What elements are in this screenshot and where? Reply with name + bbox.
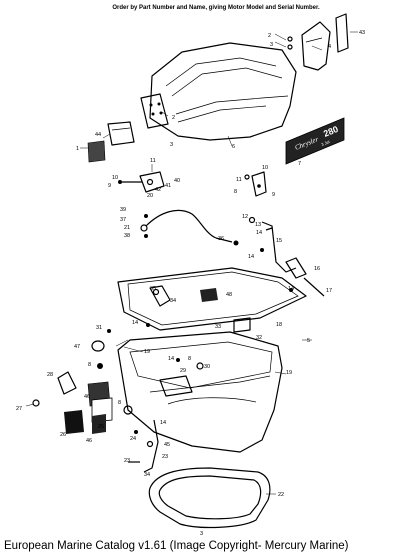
callout-16: 16 — [314, 266, 320, 272]
callout-35: 35 — [150, 286, 156, 292]
callout-2: 2 — [268, 33, 271, 39]
callout-36: 36 — [218, 236, 224, 242]
callout-19-left: 19 — [144, 349, 150, 355]
callout-33: 33 — [215, 324, 221, 330]
callout-30: 30 — [204, 364, 210, 370]
callout-42: 42 — [155, 187, 161, 193]
callout-1: 1 — [76, 146, 79, 152]
callout-44: 44 — [95, 132, 101, 138]
callout-11-right: 11 — [236, 177, 242, 183]
callout-19: 19 — [286, 370, 292, 376]
rear-bracket — [287, 13, 349, 71]
top-cowl — [140, 42, 297, 141]
lower-linkage — [123, 405, 159, 473]
bottom-cowl — [117, 331, 283, 453]
callout-10-left: 10 — [112, 175, 118, 181]
callout-24: 24 — [130, 436, 136, 442]
callout-40: 40 — [174, 178, 180, 184]
callout-10: 10 — [262, 165, 268, 171]
callout-3: 3 — [270, 42, 273, 48]
callout-numbers: 2 3 4 43 2 3 6 44 1 7 11 10 11 8 9 10 9 … — [16, 30, 365, 535]
callout-2-cowl: 2 — [172, 115, 175, 121]
callout-3-cowl: 3 — [170, 142, 173, 148]
callout-5: 5 — [307, 338, 310, 344]
callout-15: 15 — [276, 238, 282, 244]
cowl-side-decal: Chrysler 280 3 Jet — [285, 117, 345, 165]
callout-20: 20 — [147, 193, 153, 199]
catalog-order-note: Order by Part Number and Name, giving Mo… — [112, 5, 320, 11]
callout-9: 9 — [272, 192, 275, 198]
callout-28: 28 — [47, 372, 53, 378]
callout-39: 39 — [120, 207, 126, 213]
left-hardware — [32, 323, 150, 407]
callout-8-mid: 8 — [118, 400, 121, 406]
callout-46-top: 46 — [84, 394, 90, 400]
callout-8: 8 — [234, 189, 237, 195]
bottom-seal-gasket — [148, 467, 271, 529]
leader-lines — [25, 31, 358, 495]
callout-25: 25 — [98, 424, 104, 430]
callout-18: 18 — [276, 322, 282, 328]
latch-assembly — [118, 171, 267, 197]
release-cable — [140, 209, 239, 246]
callout-22: 22 — [278, 492, 284, 498]
callout-8-left: 8 — [88, 362, 91, 368]
callout-48: 48 — [226, 292, 232, 298]
decal-suffix: 3 Jet — [321, 139, 332, 147]
callout-9-left: 9 — [108, 183, 111, 189]
callout-23: 23 — [124, 458, 130, 464]
callout-8-pan: 8 — [188, 356, 191, 362]
callout-14-f: 14 — [160, 420, 166, 426]
label-plate — [87, 121, 135, 163]
callout-34: 34 — [170, 298, 176, 304]
callout-21: 21 — [124, 225, 130, 231]
callout-14-b: 14 — [248, 254, 254, 260]
callout-46: 46 — [86, 438, 92, 444]
callout-4: 4 — [328, 44, 331, 50]
cowl-seal-tray — [117, 267, 307, 333]
callout-13: 13 — [255, 222, 261, 228]
link-rod-assembly — [248, 216, 325, 297]
callout-32: 32 — [256, 335, 262, 341]
callout-14-c: 14 — [288, 286, 294, 292]
catalog-footer-caption: European Marine Catalog v1.61 (Image Cop… — [4, 540, 349, 552]
callout-14-e: 14 — [168, 356, 174, 362]
callout-43: 43 — [359, 30, 365, 36]
callout-6: 6 — [232, 144, 235, 150]
callout-47: 47 — [74, 344, 80, 350]
exploded-parts-diagram: Chrysler 280 3 Jet — [16, 13, 365, 535]
callout-38: 38 — [124, 233, 130, 239]
callout-41: 41 — [165, 183, 171, 189]
callout-27: 27 — [16, 406, 22, 412]
callout-3-bottom: 3 — [200, 531, 203, 535]
exhaust-shields — [64, 381, 113, 434]
callout-45: 45 — [164, 442, 170, 448]
callout-31: 31 — [96, 325, 102, 331]
callout-17: 17 — [326, 288, 332, 294]
callout-29: 29 — [180, 368, 186, 374]
callout-12: 12 — [242, 214, 248, 220]
callout-23-right: 23 — [162, 454, 168, 460]
callout-26: 26 — [60, 432, 66, 438]
callout-34-low: 34 — [144, 472, 150, 478]
callout-37: 37 — [120, 217, 126, 223]
callout-11: 11 — [150, 158, 156, 164]
callout-14: 14 — [256, 230, 262, 236]
callout-14-d: 14 — [132, 320, 138, 326]
callout-7: 7 — [298, 161, 301, 167]
